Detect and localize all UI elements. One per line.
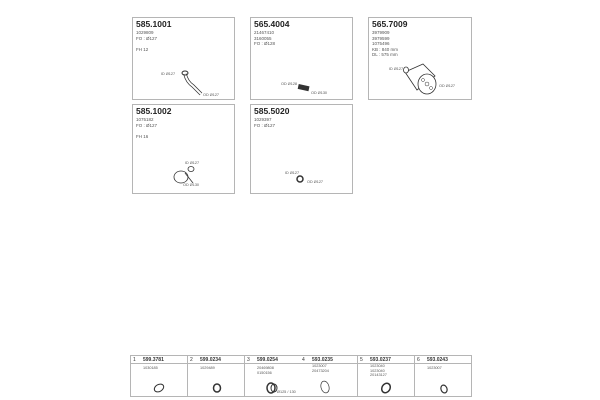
part-number: 585.1001 — [136, 19, 172, 29]
accessory-2[interactable]: 2 599.0234 1029489 — [188, 356, 245, 396]
refs: 1030185 — [143, 366, 158, 370]
pipe-drawing — [297, 84, 310, 92]
accessory-1[interactable]: 1 599.3781 1030185 — [131, 356, 188, 396]
index: 6 — [417, 357, 420, 363]
accessory-number: 593.0243 — [427, 357, 448, 363]
dimension-label: ID Ø127 — [389, 67, 404, 71]
index: 4 — [302, 357, 305, 363]
part-number: 565.7009 — [372, 19, 408, 29]
accessory-6[interactable]: 6 593.0243 1023007 — [415, 356, 471, 396]
clamp-icon — [266, 382, 278, 394]
dimension-label: OD Ø130 — [311, 91, 328, 95]
pipe-drawing — [173, 166, 195, 184]
part-number: 585.1002 — [136, 106, 172, 116]
index: 5 — [360, 357, 363, 363]
accessories-strip: 1 599.3781 1030185 2 599.0234 1029489 3 599… — [130, 355, 472, 397]
pipe-drawing — [296, 175, 304, 183]
silencer-drawing — [403, 63, 437, 95]
ring-icon — [320, 380, 330, 394]
clamp-icon — [212, 383, 222, 393]
dimension-label: OD Ø127 — [439, 84, 456, 88]
refs: 1029489 — [200, 366, 215, 370]
part-number: 585.5020 — [254, 106, 290, 116]
index: 1 — [133, 357, 136, 363]
accessory-number: 599.0254 — [257, 357, 278, 363]
clamp-icon — [440, 384, 448, 394]
dimension-label: Ø125 / 130 — [277, 390, 296, 394]
dimension-label: ID Ø127 — [161, 72, 176, 76]
dimension-label: ID Ø127 — [185, 161, 200, 165]
pipe-drawing — [181, 70, 203, 96]
part-number: 565.4004 — [254, 19, 290, 29]
dimension-label: OD Ø128 — [281, 82, 298, 86]
dimension-label: OD Ø130 — [183, 183, 200, 187]
index: 2 — [190, 357, 193, 363]
dimension-label: OD Ø127 — [203, 93, 220, 97]
accessory-number: 593.0237 — [370, 357, 391, 363]
index: 3 — [247, 357, 250, 363]
dimension-label: OD Ø127 — [307, 180, 324, 184]
accessory-number: 593.0235 — [312, 357, 333, 363]
dimension-label: ID Ø127 — [285, 171, 300, 175]
accessory-number: 599.0234 — [200, 357, 221, 363]
clamp-icon — [153, 383, 165, 393]
accessory-number: 599.3781 — [143, 357, 164, 363]
refs: 1023007 — [427, 366, 442, 370]
clamp-icon — [380, 382, 392, 394]
